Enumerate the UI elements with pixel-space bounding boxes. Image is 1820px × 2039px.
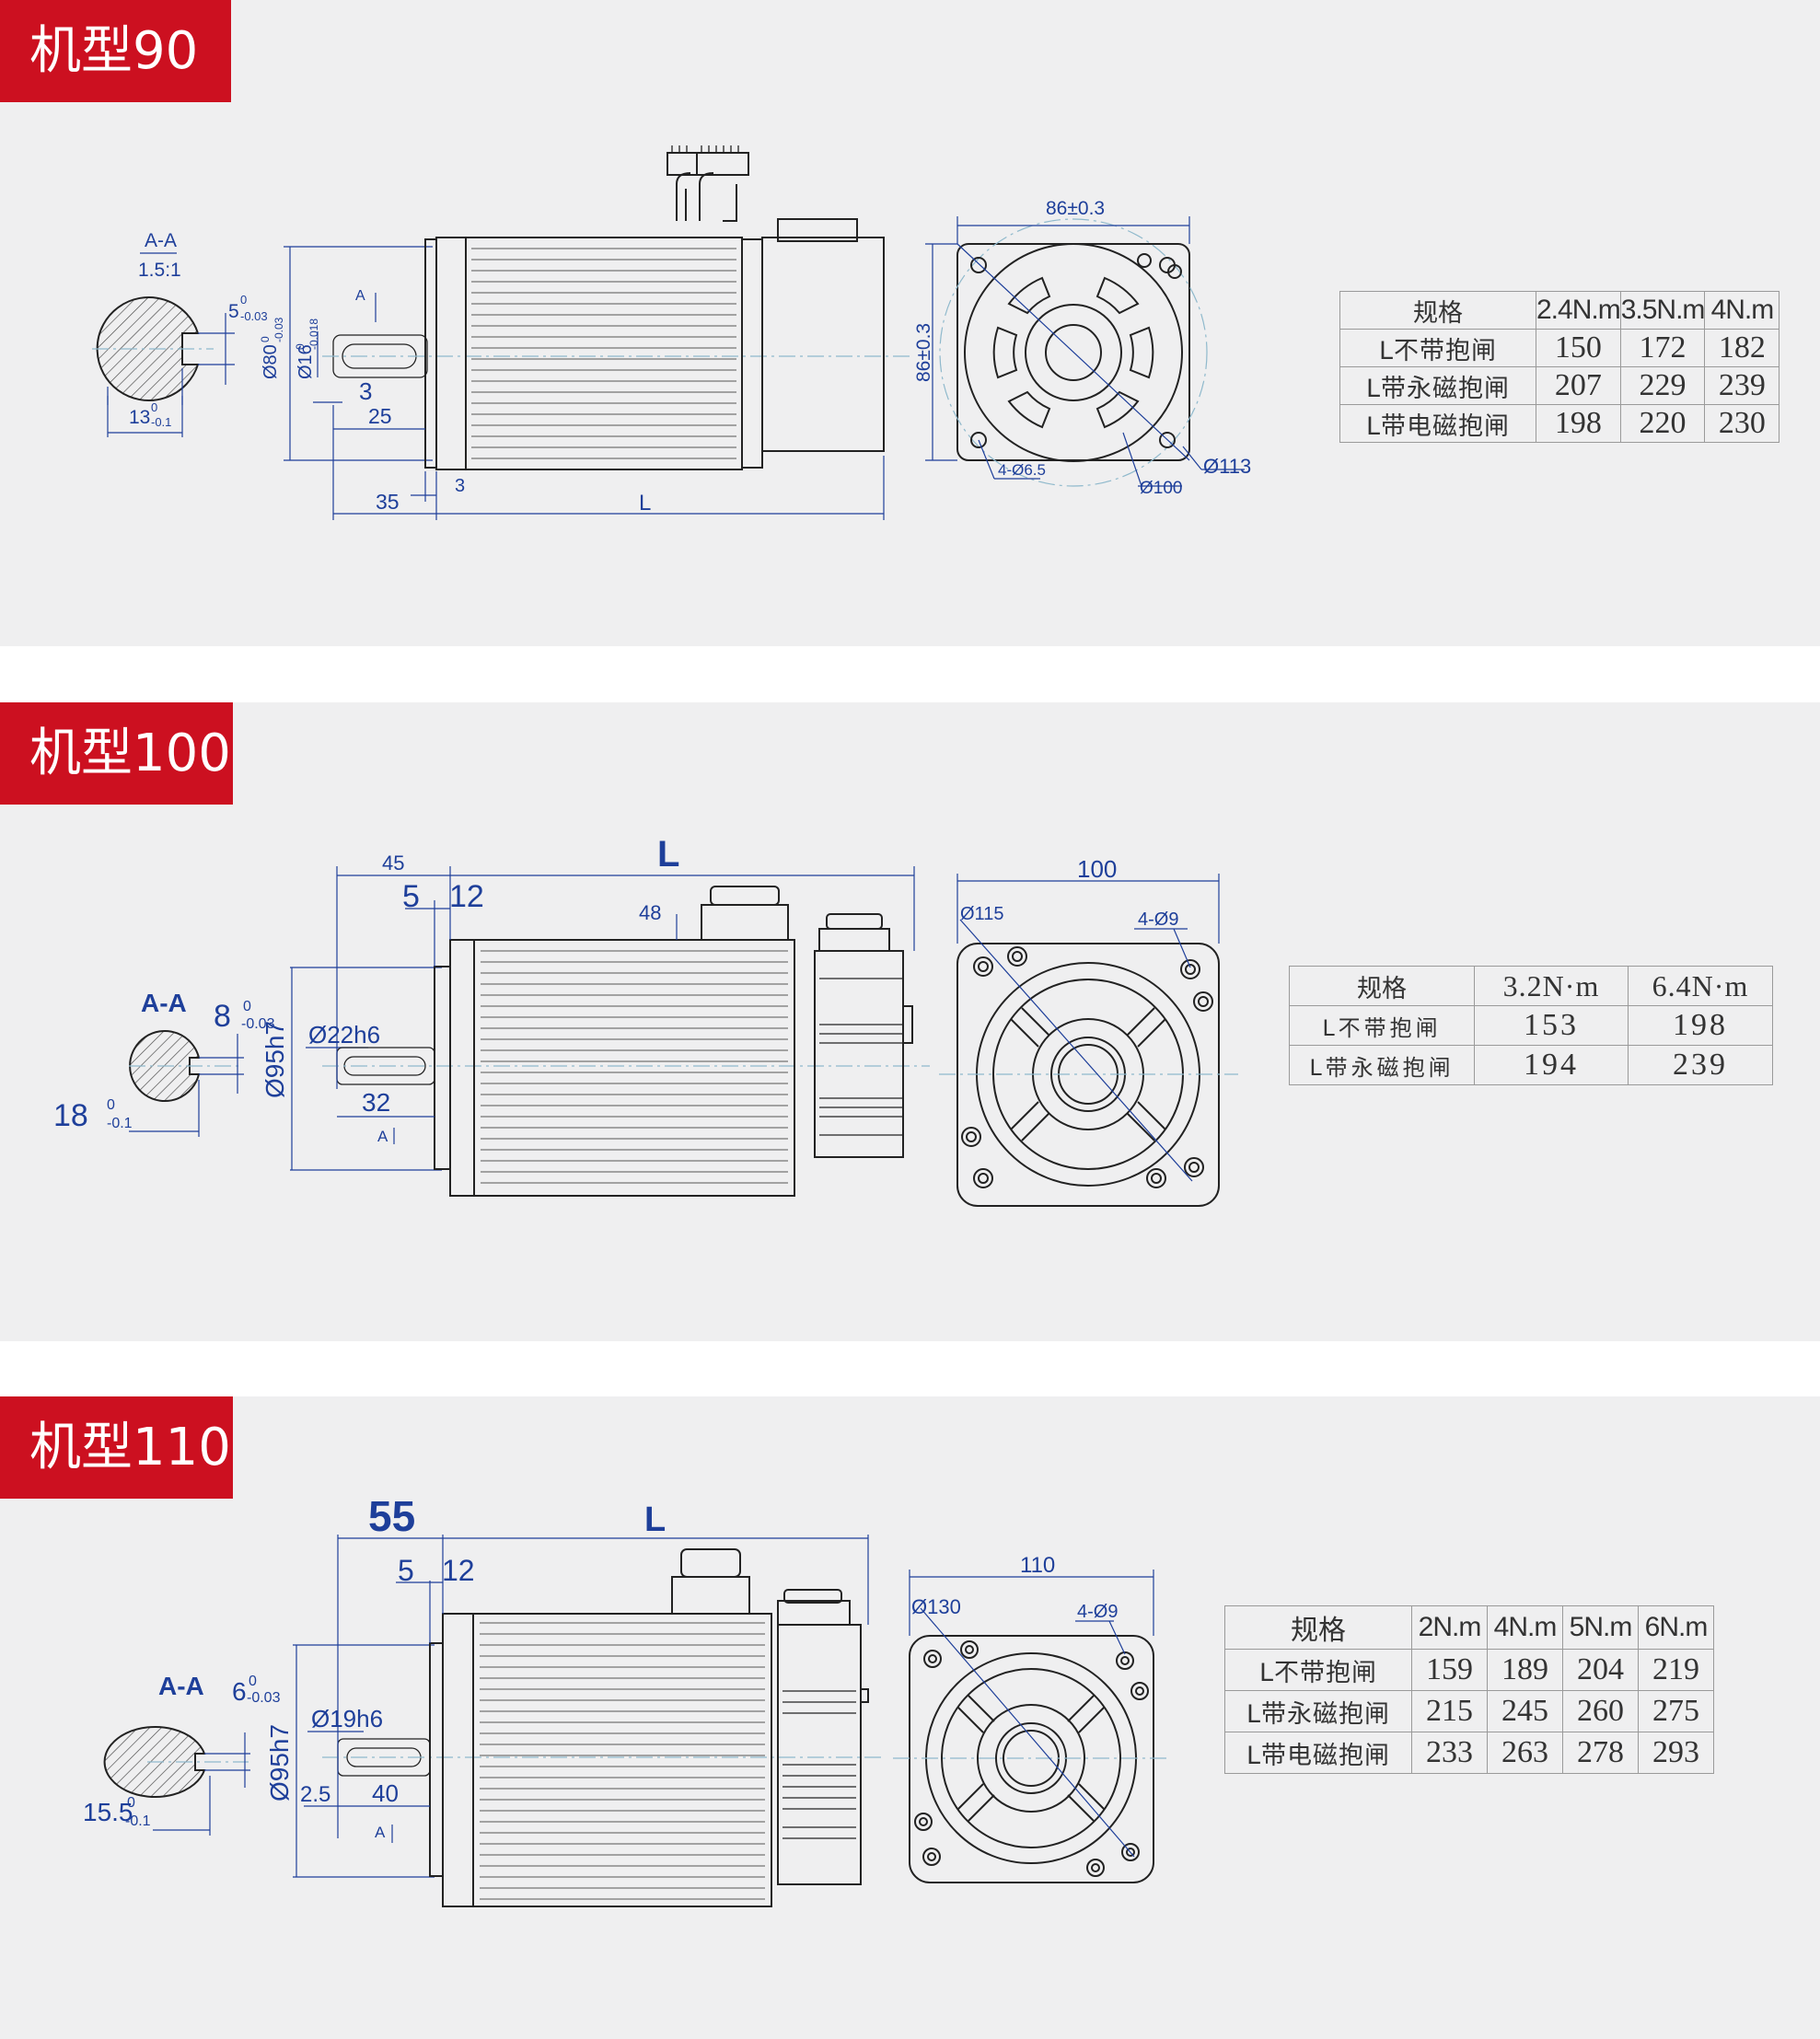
svg-text:-0.1: -0.1 (107, 1116, 133, 1131)
svg-text:0: 0 (294, 343, 307, 350)
height-48-dim: 48 (639, 901, 661, 924)
length-dim: L (657, 834, 679, 875)
svg-text:-0.03: -0.03 (247, 1690, 281, 1706)
scale-label: 1.5:1 (138, 260, 181, 281)
svg-text:-0.1: -0.1 (125, 1813, 151, 1829)
holes-dim: 4-Ø9 (1077, 1602, 1118, 1622)
d19-dim: Ø19h6 (311, 1705, 383, 1732)
depth-dim: 13 (129, 407, 150, 428)
section-view-label: A-A (145, 230, 177, 251)
step-5-dim: 5 (398, 1554, 414, 1587)
d80-dim: Ø80 (261, 344, 281, 379)
square-dim: 110 (1020, 1553, 1055, 1578)
section-view-label: A-A (141, 989, 187, 1017)
d95-dim: Ø95h7 (265, 1724, 294, 1802)
key-width-dim: 8 (214, 999, 231, 1034)
spec-table-90: 规格 2.4N.m 3.5N.m 4N.m L不带抱闸 150 172 182 … (1339, 291, 1780, 443)
shaft-section (96, 296, 200, 401)
spec-table-110: 规格 2N.m 4N.m 5N.m 6N.m L不带抱闸 159 189 204… (1224, 1605, 1714, 1774)
spec-table-100: 规格 3.2N·m 6.4N·m L不带抱闸 153 198 L带永磁抱闸 19… (1289, 966, 1773, 1085)
drawing-110: A-A 6 0 -0.03 15.5 0 -0.1 Ø95h7 Ø19h6 (83, 1492, 1169, 1907)
step-5-dim: 5 (402, 879, 420, 914)
outer-dim: Ø130 (911, 1595, 961, 1618)
section-110: 机型110 A-A 6 0 -0.03 15.5 0 -0.1 Ø95h7 Ø1… (0, 1396, 1820, 2039)
front-flange-110 (909, 1635, 1154, 1883)
section-mark: A (377, 1128, 388, 1145)
svg-text:0: 0 (107, 1097, 115, 1113)
svg-text:-0.03: -0.03 (241, 1016, 275, 1032)
overall-45-dim: 45 (382, 852, 404, 875)
section-title: 机型100 (0, 702, 233, 805)
section-mark: A (375, 1824, 386, 1841)
shaft-3-dim: 3 (359, 377, 372, 405)
svg-text:-0.1: -0.1 (151, 415, 171, 429)
section-90: 机型90 A-A 1.5:1 13 0 -0.1 5 0 -0.03 Ø80 0… (0, 0, 1820, 646)
square-dim: 86±0.3 (1046, 198, 1105, 219)
section-view-label: A-A (158, 1672, 204, 1700)
shaft-32-dim: 32 (362, 1088, 390, 1117)
step-12-dim: 12 (442, 1554, 475, 1587)
square-v-dim: 86±0.3 (913, 323, 934, 382)
shaft-25-dim: 2.5 (300, 1782, 330, 1807)
outer-dim: Ø113 (1203, 455, 1251, 478)
key-width-dim: 6 (232, 1677, 247, 1706)
flange-3-dim: 3 (455, 476, 465, 496)
key-width-dim: 5 (228, 301, 239, 322)
length-dim: L (644, 1500, 666, 1539)
pcd-dim: Ø100 (1140, 479, 1182, 498)
overall-55-dim: 55 (368, 1492, 415, 1540)
svg-text:-0.03: -0.03 (272, 317, 285, 342)
svg-text:0: 0 (259, 336, 272, 342)
drawing-90: A-A 1.5:1 13 0 -0.1 5 0 -0.03 Ø80 0 -0.0… (92, 145, 1251, 520)
section-title: 机型90 (0, 0, 231, 102)
svg-text:-0.018: -0.018 (307, 319, 320, 350)
drawing-100: A-A 8 0 -0.03 18 0 -0.1 Ø95h7 Ø22h6 (53, 834, 1238, 1207)
square-dim: 100 (1077, 855, 1117, 883)
d16-dim: Ø16 (296, 344, 316, 379)
shaft-40-dim: 40 (372, 1779, 399, 1807)
svg-text:-0.03: -0.03 (240, 309, 268, 323)
outer-dim: Ø115 (960, 904, 1003, 924)
depth-dim: 15.5 (83, 1798, 133, 1826)
svg-text:0: 0 (249, 1674, 257, 1689)
section-title: 机型110 (0, 1396, 233, 1499)
svg-text:0: 0 (240, 293, 247, 307)
section-100: 机型100 A-A 8 0 -0.03 18 0 -0.1 Ø95h7 Ø22h… (0, 702, 1820, 1341)
d22-dim: Ø22h6 (308, 1021, 380, 1048)
d95-dim: Ø95h7 (261, 1021, 289, 1098)
holes-dim: 4-Ø9 (1138, 909, 1178, 930)
svg-text:0: 0 (243, 999, 251, 1014)
svg-text:0: 0 (127, 1795, 135, 1811)
length-dim: L (639, 491, 651, 516)
step-12-dim: 12 (449, 879, 484, 914)
overall-35-dim: 35 (376, 490, 400, 514)
svg-text:0: 0 (151, 400, 157, 414)
shaft-25-dim: 25 (368, 404, 392, 428)
depth-dim: 18 (53, 1098, 88, 1133)
section-mark: A (355, 288, 365, 304)
holes-dim: 4-Ø6.5 (998, 461, 1046, 479)
